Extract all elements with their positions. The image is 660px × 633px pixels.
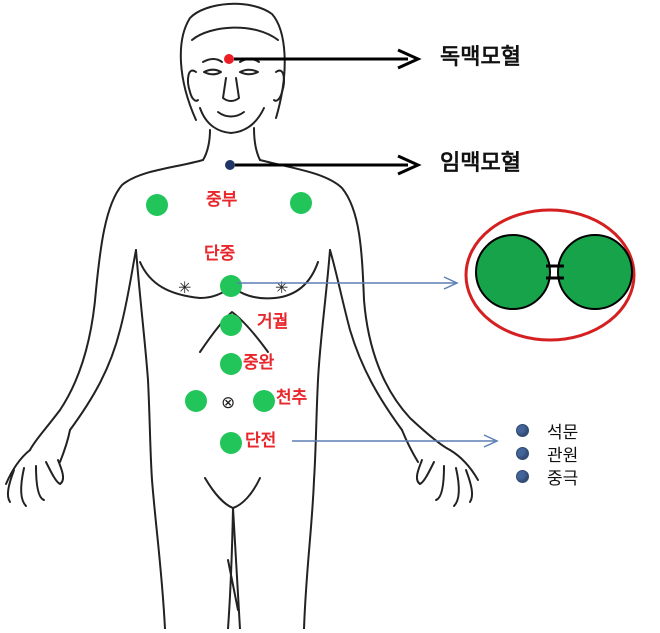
inset-right-circle — [557, 234, 633, 310]
right-inner-arm — [329, 249, 403, 431]
jungwan-label: 중완 — [243, 353, 275, 373]
head-outline — [179, 2, 286, 121]
left-hand — [5, 429, 71, 507]
danjung-label: 단중 — [204, 244, 236, 264]
right-pec — [231, 261, 319, 300]
left-eye — [203, 68, 222, 76]
rib-arch — [199, 311, 269, 353]
inset-left-circle — [475, 234, 551, 310]
immaek-label: 임맥모혈 — [440, 151, 521, 176]
acupoint-jungbu-right — [290, 192, 312, 214]
right-eye — [239, 68, 259, 76]
legend-item-gwanwon: 관원 — [516, 443, 579, 466]
danjeon-arrowhead — [483, 434, 499, 448]
acupoint-jungwan — [220, 353, 242, 375]
dokmaek-point — [224, 54, 234, 64]
immaek-arrowhead — [397, 154, 422, 176]
legend-label: 중극 — [547, 468, 579, 489]
acupoint-cheonchu-right — [253, 390, 275, 412]
right-hand — [401, 429, 479, 507]
acupoint-danjung — [220, 275, 242, 297]
cheonchu-label: 천추 — [276, 388, 308, 408]
left-eyebrow — [202, 58, 223, 63]
left-leg — [151, 479, 166, 630]
groin — [204, 477, 261, 509]
jungbu-label: 중부 — [206, 190, 238, 210]
legend-label: 석문 — [547, 422, 579, 443]
left-shoulder-arm — [29, 159, 204, 451]
navel-marker: ⊗ — [221, 393, 235, 413]
left-nipple-marker: ✳ — [178, 278, 191, 297]
danjeon-label: 단전 — [245, 431, 277, 451]
acupoint-jungbu-left — [146, 194, 168, 216]
right-torso — [313, 249, 331, 481]
right-leg — [303, 479, 315, 630]
nose — [222, 77, 240, 102]
legend-label: 관원 — [547, 445, 579, 466]
dokmaek-label: 독맥모혈 — [440, 45, 521, 70]
jaw — [199, 107, 265, 134]
legend-item-junggeuk: 중극 — [516, 466, 579, 489]
right-shoulder-arm — [259, 159, 451, 451]
legend-dot — [516, 423, 529, 437]
acupoint-cheonchu-left — [185, 390, 207, 412]
immaek-point — [225, 160, 235, 170]
neck-right — [253, 127, 261, 161]
geogwol-label: 거궐 — [257, 312, 289, 332]
inner-right-leg — [232, 507, 241, 630]
left-ear — [187, 69, 199, 102]
dokmaek-arrowhead — [397, 48, 422, 70]
mouth — [217, 111, 245, 118]
right-ear — [273, 69, 285, 102]
hair-line — [191, 26, 279, 41]
left-torso — [135, 249, 153, 481]
legend-dot — [516, 469, 529, 483]
acupoint-danjeon — [220, 432, 242, 454]
legend-item-seokmun: 석문 — [516, 420, 579, 443]
neck-left — [202, 129, 211, 161]
left-inner-arm — [69, 249, 137, 431]
danjung-arrowhead — [443, 276, 459, 290]
right-nipple-marker: ✳ — [275, 278, 288, 297]
legend-dot — [516, 446, 529, 460]
acupoint-geogwol — [220, 314, 242, 336]
knee-line — [227, 559, 239, 611]
